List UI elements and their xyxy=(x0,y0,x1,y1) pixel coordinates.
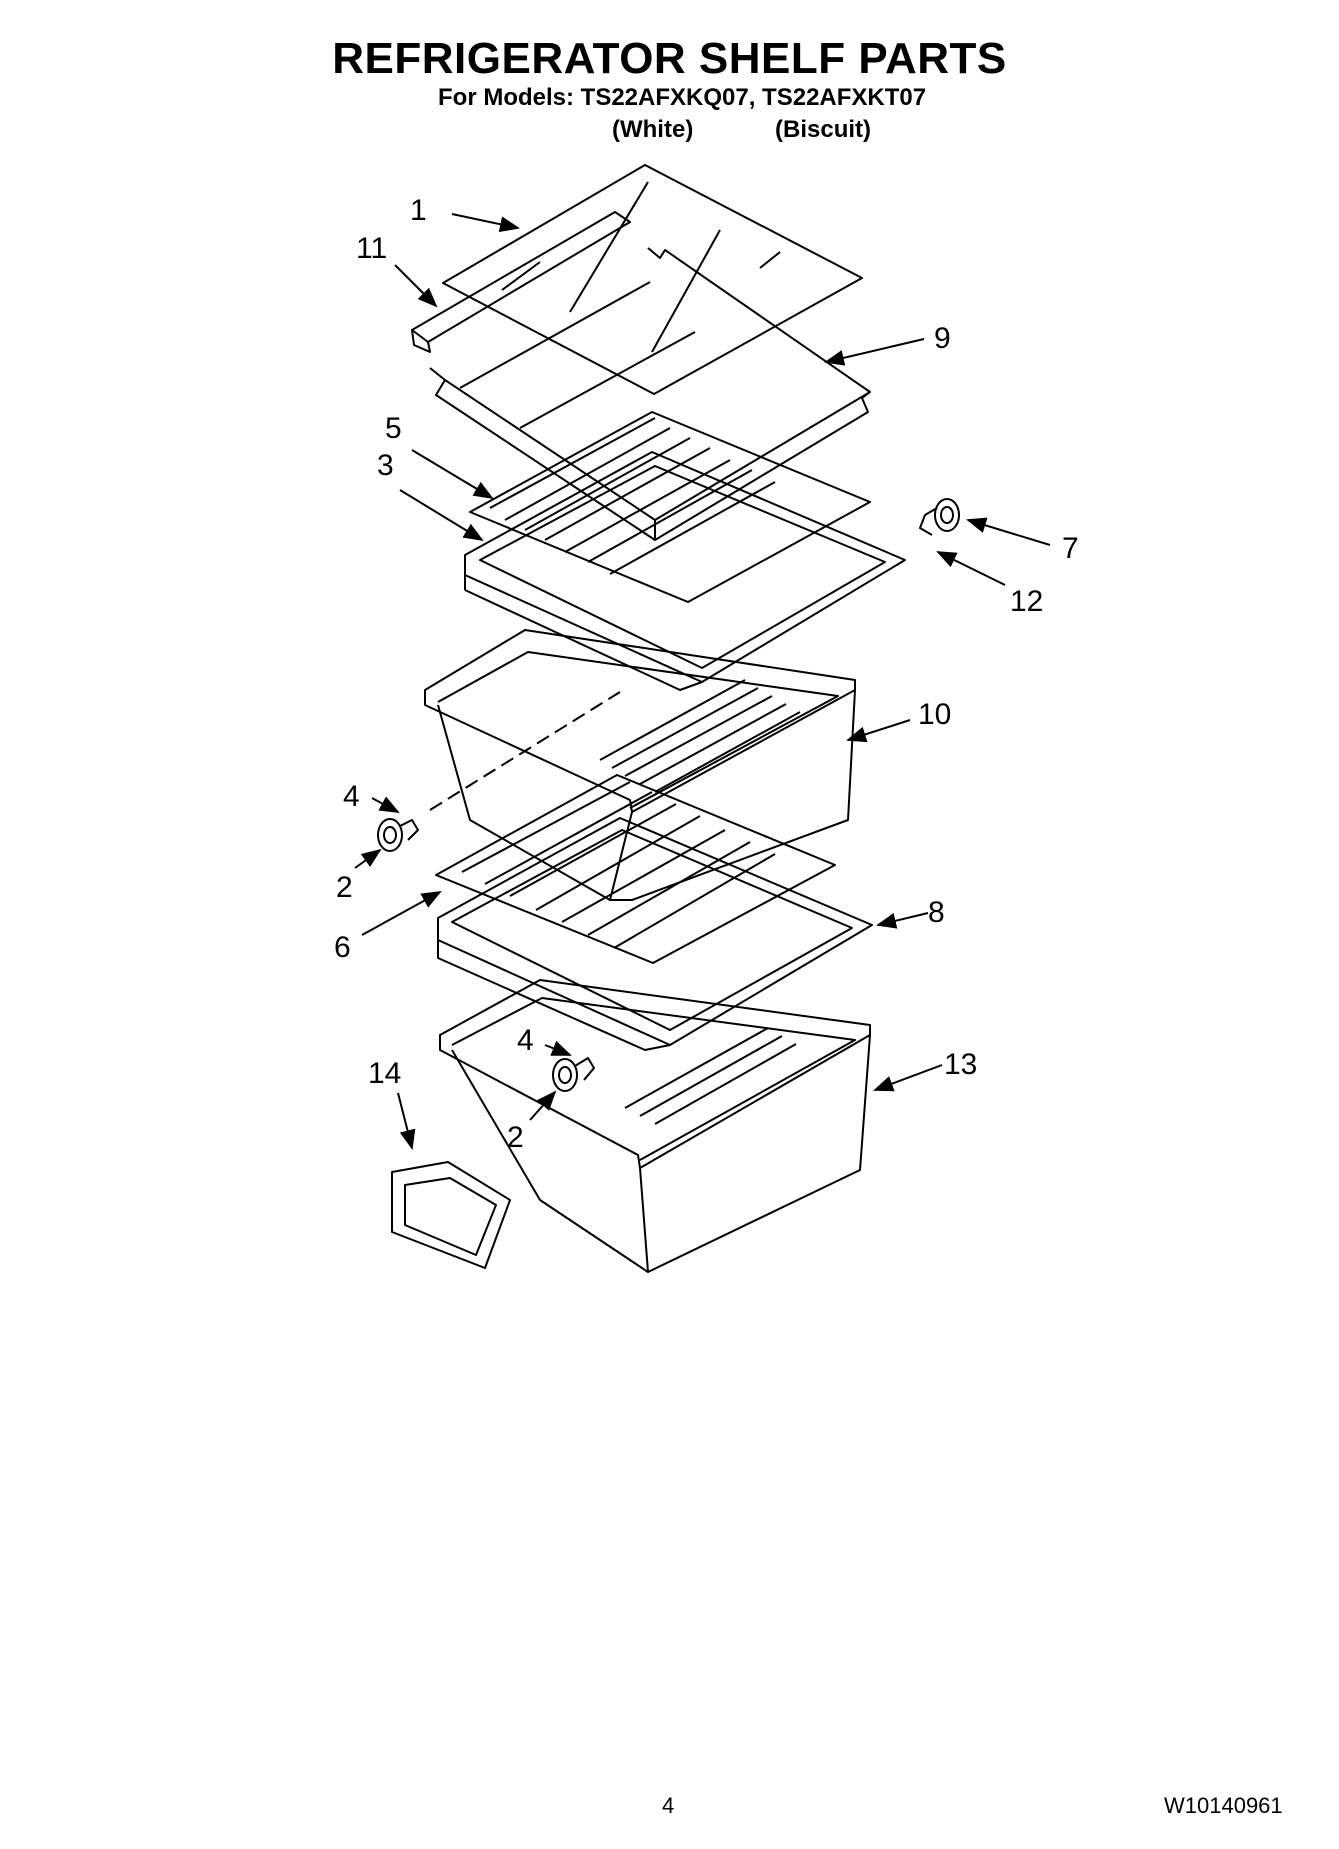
dashed-guide-line xyxy=(429,691,621,811)
callout-1: 1 xyxy=(410,194,427,227)
variant-white: (White) xyxy=(612,116,694,143)
callout-arrows xyxy=(354,213,1051,1150)
callout-12: 12 xyxy=(1010,585,1043,618)
models-line: For Models: TS22AFXKQ07, TS22AFXKT07 xyxy=(438,84,927,111)
page-number: 4 xyxy=(662,1793,675,1818)
callout-3: 3 xyxy=(377,449,394,482)
right-roller-part-7 xyxy=(919,498,960,536)
callout-10: 10 xyxy=(918,698,951,731)
glass-shelf-part-1 xyxy=(442,164,863,395)
crisper-cover-glass-part-5 xyxy=(469,411,871,603)
callout-14: 14 xyxy=(368,1057,401,1090)
callout-13: 13 xyxy=(944,1048,977,1081)
front-trim-part-11 xyxy=(411,211,631,353)
callout-11: 11 xyxy=(356,232,387,265)
crisper-cover-frame-part-3 xyxy=(464,451,906,691)
upper-crisper-drawer-part-10 xyxy=(424,629,856,901)
label-card-part-14 xyxy=(391,1161,511,1269)
callout-7: 7 xyxy=(1062,532,1079,565)
lower-cover-glass-part-6 xyxy=(435,774,836,964)
callout-9: 9 xyxy=(934,322,951,355)
page-title: REFRIGERATOR SHELF PARTS xyxy=(332,34,1007,83)
callout-2-upper: 2 xyxy=(336,871,353,904)
lower-roller-part-2 xyxy=(552,1057,595,1092)
callout-6: 6 xyxy=(334,931,351,964)
callout-4-upper: 4 xyxy=(343,780,360,813)
lower-cover-frame-part-8 xyxy=(437,817,873,1051)
shelf-frame-part-9 xyxy=(429,247,871,541)
callout-4-lower: 4 xyxy=(517,1024,534,1057)
callout-2-lower: 2 xyxy=(507,1121,524,1154)
variant-biscuit: (Biscuit) xyxy=(775,116,871,143)
lower-crisper-drawer-part-13 xyxy=(439,979,871,1273)
document-id: W10140961 xyxy=(1164,1793,1283,1818)
upper-roller-part-2 xyxy=(377,818,419,852)
callout-5: 5 xyxy=(385,412,402,445)
callout-8: 8 xyxy=(928,896,945,929)
